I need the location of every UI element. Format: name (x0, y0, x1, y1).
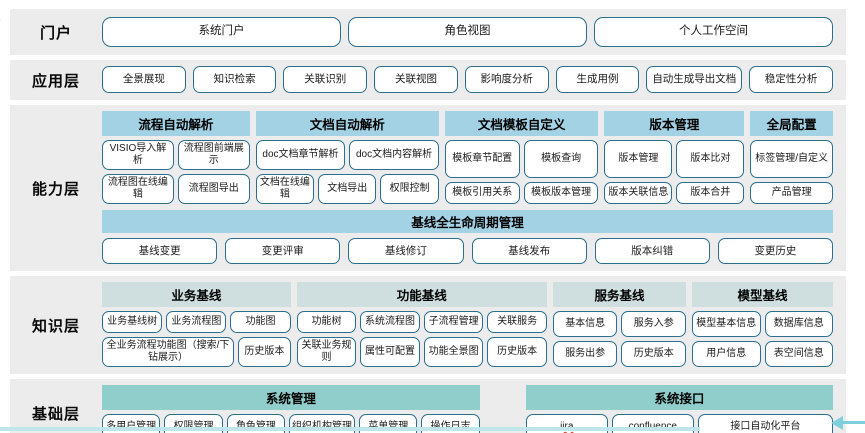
chip: 全业务流程功能图（搜索/下钻展示） (102, 337, 234, 367)
chip: 历史版本 (238, 337, 291, 367)
chip: 模板引用关系 (444, 182, 520, 204)
chip: 变更历史 (717, 238, 834, 264)
chip: 全景展现 (102, 66, 186, 93)
layer-content: 业务基线业务基线树业务流程图功能图全业务流程功能图（搜索/下钻展示）历史版本功能… (102, 276, 846, 374)
chip: 模板章节配置 (444, 140, 520, 178)
chip: 模型基本信息 (691, 311, 761, 337)
layer-label-portal: 门户 (39, 24, 72, 42)
group: 系统管理多用户管理权限管理角色管理组织机构管理菜单管理操作日志 (102, 385, 480, 433)
group-header: 流程自动解析 (102, 111, 250, 136)
chip: 功能图 (230, 311, 291, 333)
chip: 权限控制 (380, 174, 439, 204)
chip: 系统门户 (102, 17, 341, 47)
group-header: 服务基线 (552, 282, 686, 307)
chip: 用户信息 (691, 341, 761, 367)
chip: 基线发布 (471, 238, 587, 264)
chip: 标签管理/自定义 (750, 140, 834, 178)
chip: 流程图在线编辑 (102, 174, 174, 204)
group-header: 文档模板自定义 (444, 111, 599, 136)
chip: 接口自动化平台 (697, 414, 833, 433)
chip: 属性可配置 (360, 337, 420, 367)
group: 全局配置标签管理/自定义产品管理 (750, 111, 834, 204)
chip: 业务流程图 (166, 311, 227, 333)
chip: doc文档内容解析 (349, 140, 439, 170)
chip: 流程图导出 (177, 174, 250, 204)
chip: 表空间信息 (764, 341, 834, 367)
chip: 数据库信息 (764, 311, 834, 337)
chip: 模板版本管理 (523, 182, 599, 204)
chip: 关联服务 (487, 311, 547, 333)
chip: 功能树 (296, 311, 357, 333)
group-header: 全局配置 (750, 111, 834, 136)
chip: 版本管理 (604, 140, 673, 178)
group-header: 模型基线 (691, 282, 833, 307)
group: 流程自动解析 VISIO导入解析流程图前端展示流程图在线编辑流程图导出 (102, 111, 250, 204)
chip: 版本比对 (676, 140, 745, 178)
layer-content: 系统门户角色视图个人工作空间 (102, 9, 846, 55)
chip: 服务出参 (552, 341, 618, 367)
chip: 历史版本 (621, 341, 686, 367)
chip: 关联视图 (374, 66, 458, 93)
bottom-accent-line (0, 427, 700, 431)
chip: 基本信息 (552, 311, 618, 337)
chip: 个人工作空间 (594, 17, 833, 47)
group: 业务基线业务基线树业务流程图功能图全业务流程功能图（搜索/下钻展示）历史版本 (102, 282, 291, 367)
group: 模型基线模型基本信息数据库信息用户信息表空间信息 (691, 282, 834, 367)
group-header: 系统接口 (525, 385, 833, 410)
chip: 产品管理 (750, 182, 834, 204)
chip: 功能全景图 (423, 337, 484, 367)
layer-content: 系统管理多用户管理权限管理角色管理组织机构管理菜单管理操作日志系统接口jirac… (102, 379, 846, 433)
chip: 版本关联信息 (604, 182, 673, 204)
chip: 影响度分析 (464, 66, 549, 93)
layer-label-knowledge: 知识层 (31, 317, 80, 335)
chip: 角色视图 (348, 17, 587, 47)
group-header: 文档自动解析 (255, 111, 439, 136)
group-header: 版本管理 (604, 111, 745, 136)
chip: 流程图前端展示 (177, 140, 250, 170)
group: 功能基线功能树系统流程图子流程管理关联服务关联业务规则属性可配置功能全景图历史版… (296, 282, 547, 367)
chip: 稳定性分析 (749, 66, 834, 93)
group-header: 业务基线 (102, 282, 291, 307)
chip: 子流程管理 (423, 311, 484, 333)
chip: 基线变更 (102, 238, 218, 264)
group: 系统接口jiraconfluence接口自动化平台 (525, 385, 833, 433)
group-header: 功能基线 (296, 282, 547, 307)
layer-label-app: 应用层 (31, 72, 80, 90)
chip: doc文档章节解析 (255, 140, 346, 170)
chip: 模板查询 (523, 140, 599, 178)
layer-label-foundation: 基础层 (31, 405, 80, 423)
chip: 版本纠错 (594, 238, 710, 264)
group-header: 系统管理 (102, 385, 480, 410)
chip: 关联识别 (283, 66, 368, 93)
layer-band-app: 应用层 全景展现知识检索关联识别关联视图影响度分析生成用例自动生成导出文档稳定性分… (10, 60, 846, 100)
chip: 生成用例 (555, 66, 640, 93)
group: 版本管理版本管理版本比对版本关联信息版本合并 (604, 111, 745, 204)
chip: 变更评审 (225, 238, 341, 264)
chip: 关联业务规则 (296, 337, 357, 367)
left-arrow-icon (831, 416, 865, 430)
chip: 业务基线树 (102, 311, 163, 333)
chip: 文档在线编辑 (255, 174, 315, 204)
chip: VISIO导入解析 (102, 140, 174, 170)
diagram-root: 门户 系统门户角色视图个人工作空间应用层 全景展现知识检索关联识别关联视图影响度分析… (10, 9, 846, 433)
chip: 历史版本 (487, 337, 547, 367)
layer-content: 全景展现知识检索关联识别关联视图影响度分析生成用例自动生成导出文档稳定性分析 (102, 60, 846, 100)
chip: 版本合并 (676, 182, 745, 204)
layer-band-portal: 门户 系统门户角色视图个人工作空间 (10, 9, 846, 55)
chip: 文档导出 (318, 174, 377, 204)
chip: 服务入参 (621, 311, 686, 337)
chip: 自动生成导出文档 (646, 66, 743, 93)
group: 文档模板自定义模板章节配置模板查询模板引用关系模板版本管理 (444, 111, 599, 204)
layer-label-capability: 能力层 (31, 180, 80, 198)
layer-band-foundation: 基础层 系统管理多用户管理权限管理角色管理组织机构管理菜单管理操作日志系统接口ji… (10, 379, 846, 433)
chip: 基线修订 (348, 238, 464, 264)
group: 服务基线基本信息服务入参服务出参历史版本 (552, 282, 686, 367)
chip: 系统流程图 (360, 311, 420, 333)
layer-band-knowledge: 知识层业务基线业务基线树业务流程图功能图全业务流程功能图（搜索/下钻展示）历史版… (10, 276, 846, 374)
chip: 知识检索 (192, 66, 277, 93)
sub-band-header: 基线全生命周期管理 (102, 210, 833, 233)
